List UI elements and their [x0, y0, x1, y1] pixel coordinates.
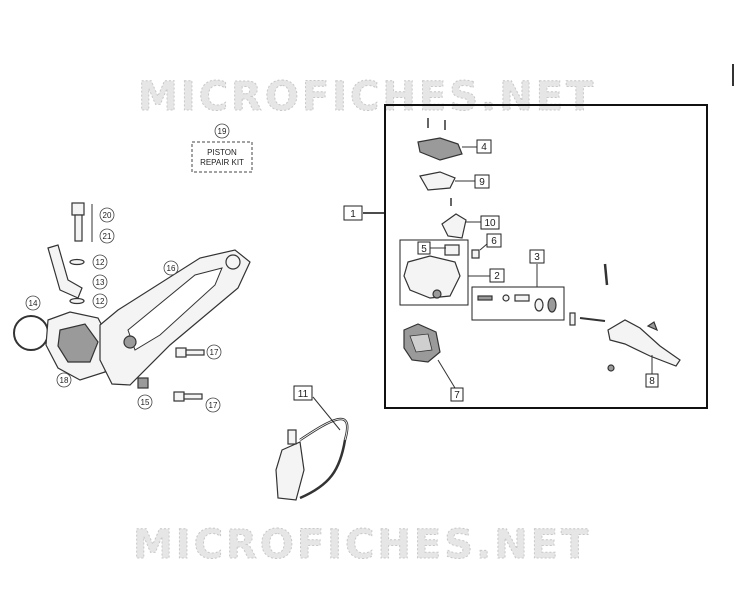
callout-4[interactable]: 4	[476, 139, 492, 154]
callout-8[interactable]: 8	[645, 373, 659, 388]
callout-17a[interactable]: 17	[206, 344, 222, 360]
svg-text:18: 18	[60, 376, 69, 385]
master-cylinder-body-box	[399, 239, 469, 306]
callout-10[interactable]: 10	[480, 215, 500, 230]
svg-text:17: 17	[210, 348, 219, 357]
svg-text:3: 3	[534, 252, 540, 263]
svg-text:10: 10	[484, 218, 496, 229]
svg-text:1: 1	[350, 209, 356, 220]
svg-text:8: 8	[649, 376, 655, 387]
callout-11[interactable]: 11	[293, 385, 313, 401]
svg-text:15: 15	[141, 398, 150, 407]
svg-text:14: 14	[29, 299, 38, 308]
callout-16[interactable]: 16	[163, 260, 179, 276]
lever-nut	[607, 364, 615, 372]
piston-kit[interactable]	[471, 264, 565, 321]
callout-12a[interactable]: 12	[92, 254, 108, 270]
kit-line2: REPAIR KIT	[200, 158, 244, 167]
svg-text:9: 9	[479, 177, 485, 188]
diaphragm[interactable]	[419, 171, 475, 191]
svg-text:13: 13	[96, 278, 105, 287]
callout-3[interactable]: 3	[529, 249, 545, 264]
washer-12b	[69, 297, 85, 305]
bleed-screw[interactable]	[471, 243, 488, 259]
clamp-cover[interactable]	[403, 323, 456, 389]
callout-9[interactable]: 9	[474, 174, 490, 189]
callout-5[interactable]: 5	[417, 241, 446, 255]
nut-15[interactable]	[137, 377, 149, 389]
svg-text:4: 4	[481, 142, 487, 153]
caliper-bracket[interactable]	[99, 249, 251, 386]
callout-15[interactable]: 15	[137, 394, 153, 410]
pivot-bolt[interactable]	[603, 263, 609, 286]
svg-text:12: 12	[96, 258, 105, 267]
callout-7[interactable]: 7	[450, 387, 464, 402]
callout-14[interactable]: 14	[25, 295, 41, 311]
callout-12b[interactable]: 12	[92, 293, 108, 309]
master-cylinder-body[interactable]	[403, 244, 461, 299]
callout-18[interactable]: 18	[56, 372, 72, 388]
kit-number: 19	[218, 127, 227, 136]
svg-text:2: 2	[494, 271, 500, 282]
brake-lever[interactable]	[607, 319, 681, 374]
brake-caliper[interactable]	[45, 311, 113, 381]
kit-line1: PISTON	[207, 148, 237, 157]
bolt-17a[interactable]	[175, 347, 205, 358]
callout-1[interactable]: 1	[343, 205, 363, 221]
callout-20[interactable]: 20	[99, 207, 115, 223]
watermark-top: MICROFICHES.NET	[138, 74, 596, 120]
watermark-bottom: MICROFICHES.NET	[133, 522, 591, 568]
callout-13[interactable]: 13	[92, 274, 108, 290]
svg-text:16: 16	[167, 264, 176, 273]
svg-text:5: 5	[421, 244, 427, 255]
svg-text:11: 11	[298, 389, 309, 400]
callout-21[interactable]: 21	[99, 228, 115, 244]
master-cylinder-frame	[363, 104, 708, 409]
o-ring[interactable]	[13, 315, 49, 351]
callout-6[interactable]: 6	[486, 233, 502, 248]
handlebar-clamp[interactable]	[441, 213, 481, 239]
svg-text:7: 7	[454, 390, 460, 401]
piston-repair-kit[interactable]: 19 PISTON REPAIR KIT	[191, 123, 253, 173]
callout-2[interactable]: 2	[468, 268, 505, 283]
pushrod[interactable]	[569, 312, 606, 326]
banjo-bolt[interactable]	[71, 202, 93, 242]
callout-17b[interactable]: 17	[205, 397, 221, 413]
hose-fitting[interactable]	[47, 244, 83, 299]
svg-text:6: 6	[491, 236, 497, 247]
reservoir-cap[interactable]	[417, 137, 477, 161]
svg-text:21: 21	[103, 232, 112, 241]
svg-text:12: 12	[96, 297, 105, 306]
bolt-17b[interactable]	[173, 391, 203, 402]
brake-hose[interactable]	[275, 396, 349, 501]
washer-12a	[69, 258, 85, 266]
cap-screws[interactable]	[427, 118, 446, 130]
svg-text:20: 20	[103, 211, 112, 220]
svg-text:17: 17	[209, 401, 218, 410]
